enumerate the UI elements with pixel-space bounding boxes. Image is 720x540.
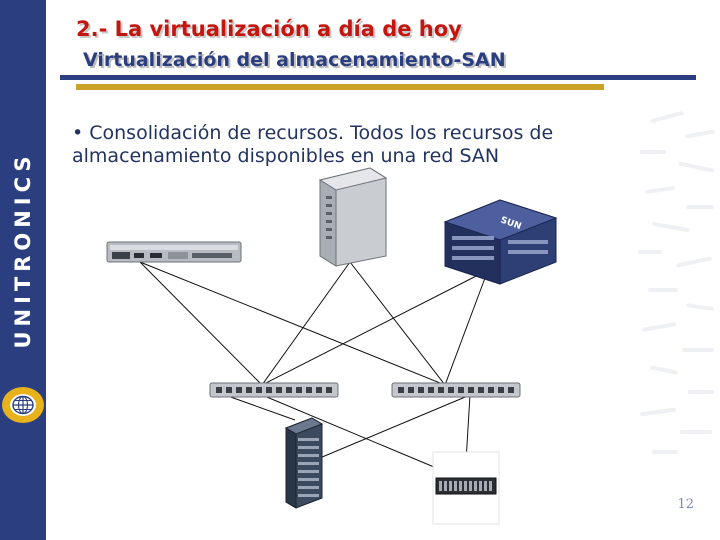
- disk-array-icon: [284, 417, 324, 509]
- title-rule-gold: [76, 84, 604, 90]
- slide-title: 2.- La virtualización a día de hoy: [76, 17, 462, 41]
- page-number: 12: [677, 497, 694, 512]
- rack-server-icon: [106, 241, 242, 263]
- san-switch-right-icon: [391, 382, 521, 398]
- title-rule-blue: [60, 75, 696, 80]
- title-shadow: 2.- La virtualización a día de hoy: [78, 19, 464, 43]
- connection-lines: [139, 261, 489, 481]
- slide-subtitle: Virtualización del almacenamiento-SAN: [83, 49, 506, 71]
- subtitle-shadow: Virtualización del almacenamiento-SAN: [85, 51, 508, 73]
- sidebar: UNITRONICS: [0, 0, 46, 540]
- bullet-text: • Consolidación de recursos. Todos los r…: [72, 122, 554, 167]
- globe-logo-icon: [2, 387, 44, 423]
- sun-server-icon: SUN: [443, 199, 558, 285]
- decorative-pattern: [638, 111, 715, 454]
- san-switch-left-icon: [209, 382, 339, 398]
- tower-server-icon: [318, 167, 388, 267]
- tape-library-icon: [432, 451, 500, 525]
